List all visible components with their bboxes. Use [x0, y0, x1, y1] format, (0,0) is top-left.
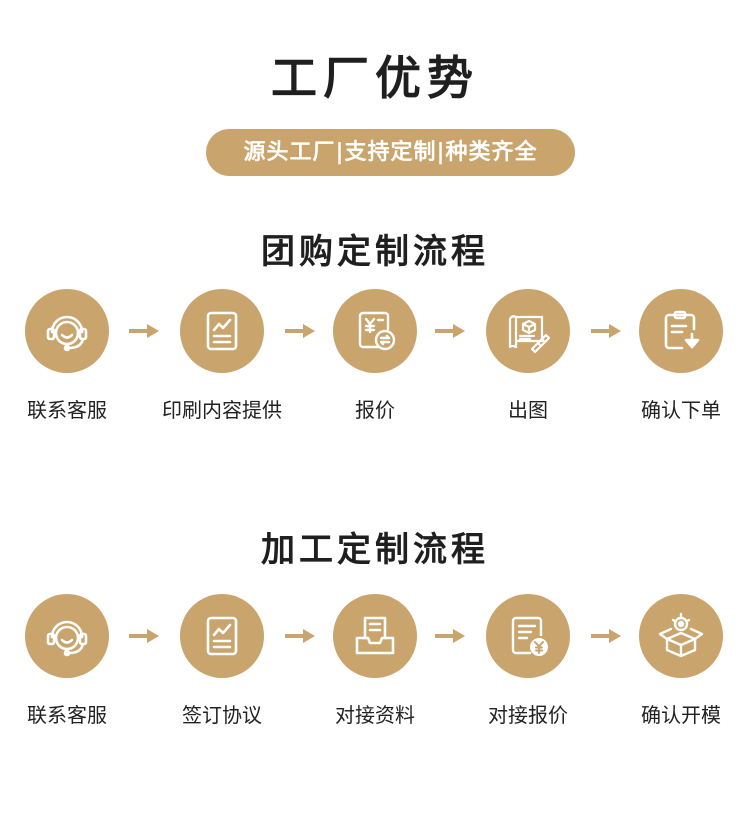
group-step-quote: 报价	[300, 289, 450, 426]
group-step-label: 印刷内容提供	[162, 398, 282, 422]
custom-step-contact: 联系客服	[0, 594, 142, 731]
group-step-label: 确认下单	[641, 398, 721, 422]
file-tray-icon	[333, 594, 417, 678]
page-title: 工厂优势	[271, 51, 479, 105]
custom-step-agreement: 签订协议	[147, 594, 297, 731]
arrow-right-icon	[591, 324, 621, 338]
group-flow: 联系客服 印刷内容提供	[0, 289, 750, 459]
design-drawing-icon	[486, 289, 570, 373]
price-calculator-icon	[333, 289, 417, 373]
custom-step-label: 确认开模	[641, 703, 721, 727]
custom-step-label: 签订协议	[182, 703, 262, 727]
open-box-gear-icon	[639, 594, 723, 678]
group-step-label: 报价	[355, 398, 395, 422]
arrow-right-icon	[129, 629, 159, 643]
arrow-right-icon	[591, 629, 621, 643]
arrow-right-icon	[435, 629, 465, 643]
arrow-right-icon	[285, 629, 315, 643]
arrow-right-icon	[285, 324, 315, 338]
group-step-drawing: 出图	[453, 289, 603, 426]
group-step-content: 印刷内容提供	[147, 289, 297, 426]
custom-flow: 联系客服 签订协议 对接资料	[0, 594, 750, 764]
arrow-right-icon	[129, 324, 159, 338]
clipboard-download-icon	[639, 289, 723, 373]
invoice-yen-icon	[486, 594, 570, 678]
custom-step-label: 联系客服	[27, 703, 107, 727]
group-flow-title: 团购定制流程	[261, 232, 489, 272]
custom-step-materials: 对接资料	[300, 594, 450, 731]
custom-step-quote: 对接报价	[453, 594, 603, 731]
headset-icon	[25, 594, 109, 678]
group-step-label: 出图	[508, 398, 548, 422]
group-step-label: 联系客服	[27, 398, 107, 422]
headset-icon	[25, 289, 109, 373]
tagline-badge: 源头工厂|支持定制|种类齐全	[206, 129, 575, 176]
custom-step-label: 对接资料	[335, 703, 415, 727]
document-chart-icon	[180, 289, 264, 373]
group-step-contact: 联系客服	[0, 289, 142, 426]
custom-flow-title: 加工定制流程	[261, 530, 489, 570]
document-chart-icon	[180, 594, 264, 678]
arrow-right-icon	[435, 324, 465, 338]
custom-step-label: 对接报价	[488, 703, 568, 727]
custom-step-mold: 确认开模	[606, 594, 750, 731]
group-step-order: 确认下单	[606, 289, 750, 426]
